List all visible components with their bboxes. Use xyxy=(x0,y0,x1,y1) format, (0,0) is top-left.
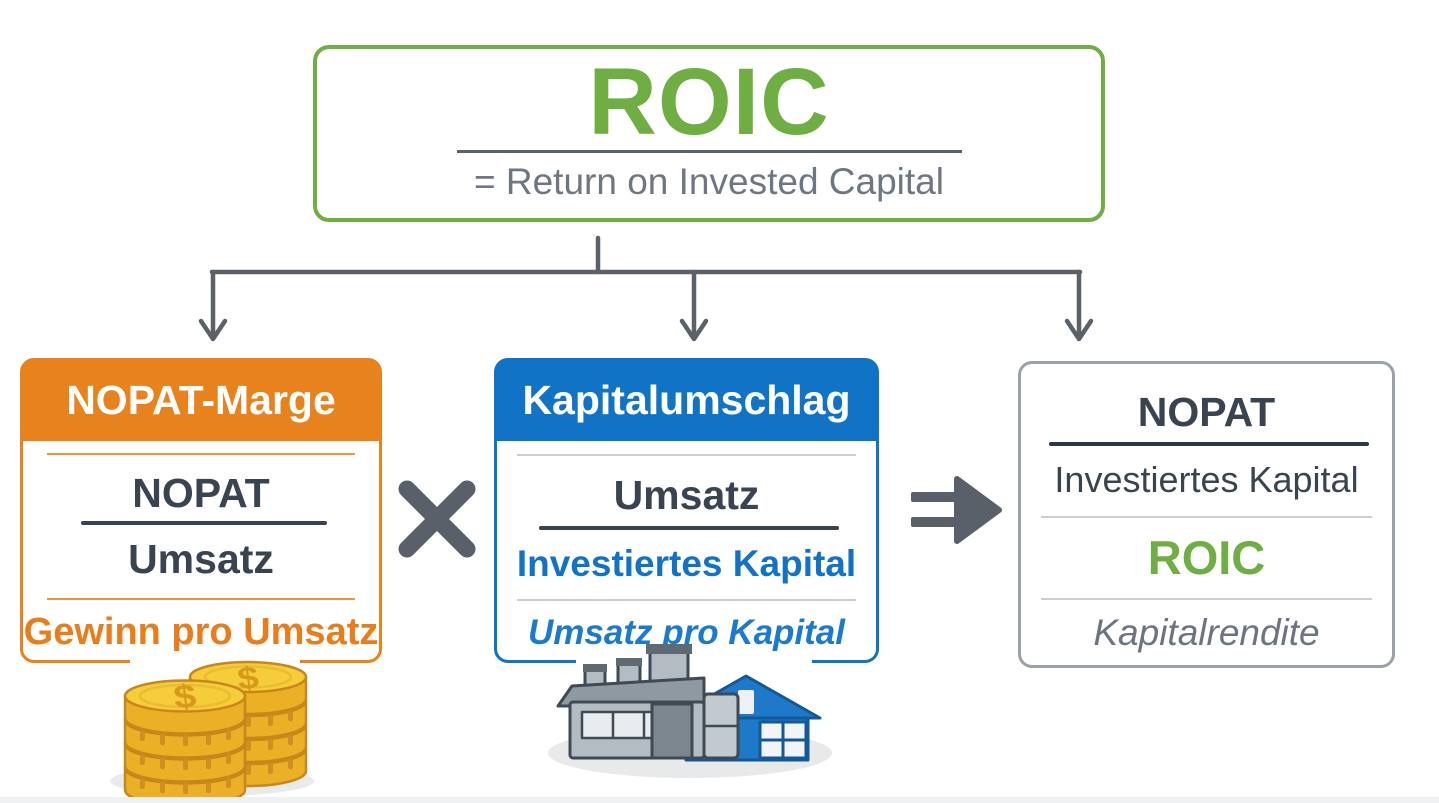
kapitalumschlag-box: Kapitalumschlag Umsatz Investiertes Kapi… xyxy=(494,358,879,663)
roic-subtitle: = Return on Invested Capital xyxy=(474,161,944,202)
arrow-down-icon xyxy=(198,318,228,342)
branch-connector xyxy=(198,235,1094,342)
caption: Umsatz pro Kapital xyxy=(528,613,845,652)
divider xyxy=(517,454,856,456)
fraction-bar xyxy=(1049,442,1369,446)
numerator: NOPAT xyxy=(132,470,270,516)
fraction-bar xyxy=(81,521,327,525)
caption: Kapitalrendite xyxy=(1093,612,1320,653)
coin-stack-icon: $ $ xyxy=(110,660,314,803)
divider xyxy=(47,598,355,600)
roic-result-box: NOPAT Investiertes Kapital ROIC Kapitalr… xyxy=(1018,361,1395,668)
multiply-icon xyxy=(398,480,476,558)
caption: Gewinn pro Umsatz xyxy=(23,611,379,653)
numerator: Umsatz xyxy=(613,472,760,518)
nopat-marge-box: NOPAT-Marge NOPAT Umsatz Gewinn pro Umsa… xyxy=(20,358,382,663)
divider xyxy=(47,453,355,455)
factory-icon xyxy=(548,644,832,778)
divider xyxy=(1041,598,1372,600)
result-arrow-icon xyxy=(911,476,1002,544)
dollar-sign: $ xyxy=(235,661,260,697)
bottom-edge xyxy=(0,797,1439,803)
roic-definition-box: ROIC = Return on Invested Capital xyxy=(313,45,1105,222)
kapitalumschlag-header: Kapitalumschlag xyxy=(496,360,877,441)
arrow-down-icon xyxy=(679,318,709,342)
divider xyxy=(1041,516,1372,518)
nopat-marge-header: NOPAT-Marge xyxy=(22,360,380,441)
title-divider xyxy=(457,150,962,153)
denominator: Investiertes Kapital xyxy=(1054,459,1359,500)
arrow-down-icon xyxy=(1064,318,1094,342)
numerator: NOPAT xyxy=(1137,389,1276,435)
denominator: Umsatz xyxy=(128,536,274,582)
result-label: ROIC xyxy=(1147,531,1266,584)
roic-title: ROIC xyxy=(588,49,830,155)
denominator: Investiertes Kapital xyxy=(516,543,857,584)
divider xyxy=(517,599,856,601)
fraction-bar xyxy=(539,526,839,530)
dollar-sign: $ xyxy=(172,677,199,715)
